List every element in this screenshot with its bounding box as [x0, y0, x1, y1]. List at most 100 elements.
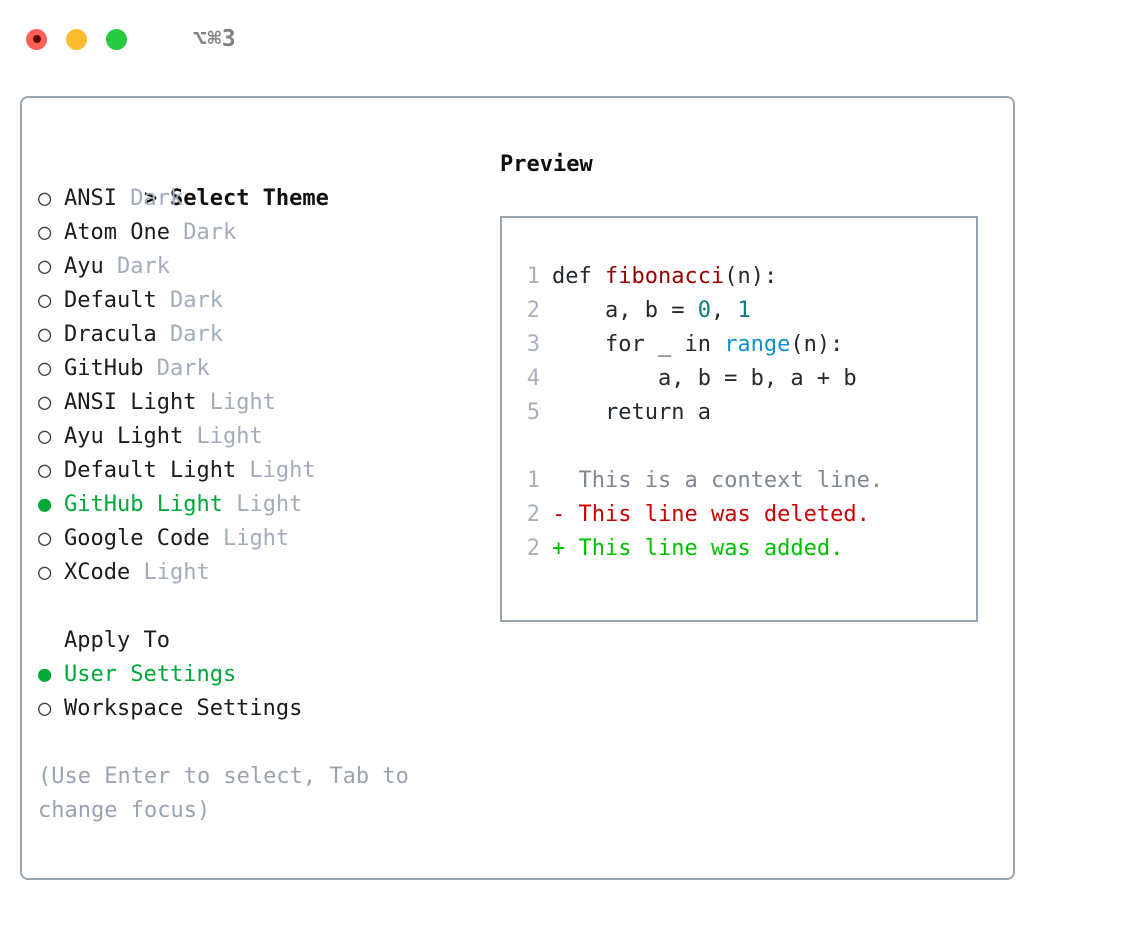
theme-item-category: Light [209, 526, 290, 551]
theme-item-name: Default Light [64, 458, 237, 483]
code-line-number: 4 [526, 366, 540, 391]
radio-unselected-icon: ○ [38, 254, 52, 279]
code-line: 5 return a [514, 396, 976, 430]
code-line-number: 3 [526, 332, 540, 357]
radio-unselected-icon: ○ [38, 424, 52, 449]
theme-item-name: GitHub Light [64, 492, 223, 517]
theme-item-name: GitHub [64, 356, 144, 381]
code-token: 0 [697, 298, 711, 323]
theme-item-name: Default [64, 288, 157, 313]
code-line-number: 2 [526, 298, 540, 323]
code-token: , [710, 298, 738, 323]
minimize-button[interactable] [66, 28, 87, 50]
diff-line-text: This is a context line. [578, 468, 884, 493]
diff-line-number: 2 [526, 536, 540, 561]
theme-item[interactable]: ○ Atom One Dark [38, 216, 508, 250]
theme-item-category: Light [222, 492, 303, 517]
radio-selected-icon: ● [38, 662, 52, 687]
apply-to-item[interactable]: ● User Settings [38, 658, 508, 692]
keyboard-hint-text: (Use Enter to select, Tab to change focu… [38, 764, 409, 823]
diff-line: 2- This line was deleted. [514, 498, 976, 532]
section-spacer [38, 590, 508, 624]
theme-item-category: Light [130, 560, 210, 585]
radio-unselected-icon: ○ [38, 560, 52, 585]
radio-unselected-icon: ○ [38, 390, 52, 415]
apply-to-item[interactable]: ○ Workspace Settings [38, 692, 508, 726]
theme-item[interactable]: ○ANSI Dark [38, 182, 508, 216]
theme-item-category: Dark [169, 220, 237, 245]
diff-line-text: This line was added. [578, 536, 844, 561]
diff-line: 1 This is a context line. [514, 464, 976, 498]
theme-item-name: Ayu [64, 254, 104, 279]
preview-title: Preview [500, 152, 593, 177]
theme-item[interactable]: ○ ANSI Light Light [38, 386, 508, 420]
apply-to-list: ● User Settings ○ Workspace Settings [38, 658, 508, 726]
code-line-number: 1 [526, 264, 540, 289]
code-token: (n): [724, 264, 778, 289]
code-token: (n): [790, 332, 844, 357]
radio-unselected-icon: ○ [38, 458, 52, 483]
diff-marker [552, 468, 579, 493]
theme-picker-column: >Select Theme ○ANSI Dark○Atom One Dark○A… [38, 148, 508, 828]
code-token: return a [552, 400, 711, 425]
select-theme-heading: >Select Theme [38, 148, 508, 211]
theme-item[interactable]: ○ Google Code Light [38, 522, 508, 556]
theme-item[interactable]: ○Ayu Dark [38, 250, 508, 284]
theme-item[interactable]: ○ GitHub Dark [38, 352, 508, 386]
theme-item-category: Dark [156, 322, 223, 347]
main-panel: >Select Theme ○ANSI Dark○Atom One Dark○A… [20, 96, 1015, 880]
code-diff-spacer [514, 430, 976, 464]
theme-item-name: Ayu Light [64, 424, 184, 449]
radio-unselected-icon: ○ [38, 288, 52, 313]
keyboard-shortcut-label: ⌥⌘3 [193, 26, 237, 52]
theme-item-category: Light [196, 390, 276, 415]
code-token: range [724, 332, 791, 357]
diff-line-text: This line was deleted. [578, 502, 870, 527]
radio-unselected-icon: ○ [38, 220, 52, 245]
theme-item-name: Google Code [64, 526, 210, 551]
code-token: a, b = [552, 298, 698, 323]
radio-selected-icon: ● [38, 492, 52, 517]
theme-item-category: Dark [143, 356, 210, 381]
theme-item-category: Dark [156, 288, 223, 313]
title-bar: ⌥⌘3 [0, 0, 1140, 78]
theme-item-category: Light [183, 424, 263, 449]
theme-item-category: Dark [116, 186, 184, 211]
code-token: a, b = b, a + b [552, 366, 857, 391]
theme-item[interactable]: ○ Ayu Light Light [38, 420, 508, 454]
theme-item[interactable]: ○ Dracula Dark [38, 318, 508, 352]
diff-line: 2 + This line was added. [514, 532, 976, 566]
radio-unselected-icon: ○ [38, 356, 52, 381]
theme-item-name: Atom One [64, 220, 170, 245]
theme-item-name: XCode [64, 560, 131, 585]
code-line-number: 5 [526, 400, 540, 425]
apply-to-item-name: User Settings [64, 662, 237, 687]
code-line: 3 for _ in range(n): [514, 328, 976, 362]
diff-sample: 1 This is a context line.2- This line wa… [514, 464, 976, 566]
theme-item-name: Dracula [64, 322, 157, 347]
theme-item[interactable]: ○ XCode Light [38, 556, 508, 590]
close-button[interactable] [26, 28, 47, 50]
theme-item[interactable]: ● GitHub Light Light [38, 488, 508, 522]
theme-item[interactable]: ○ Default Dark [38, 284, 508, 318]
apply-to-item-name: Workspace Settings [64, 696, 303, 721]
code-line: 4 a, b = b, a + b [514, 362, 976, 396]
diff-line-number: 2 [526, 502, 540, 527]
radio-unselected-icon: ○ [38, 322, 52, 347]
radio-unselected-icon: ○ [38, 696, 52, 721]
radio-unselected-icon: ○ [38, 186, 52, 211]
theme-item-name: ANSI Light [64, 390, 197, 415]
diff-line-number: 1 [526, 468, 540, 493]
code-token: for _ in [552, 332, 725, 357]
code-token: def [552, 264, 605, 289]
theme-item[interactable]: ○Default Light Light [38, 454, 508, 488]
code-token: 1 [737, 298, 751, 323]
diff-marker: + [552, 536, 579, 561]
select-theme-heading-label: Select Theme [169, 186, 329, 211]
radio-unselected-icon: ○ [38, 526, 52, 551]
maximize-button[interactable] [106, 28, 127, 50]
